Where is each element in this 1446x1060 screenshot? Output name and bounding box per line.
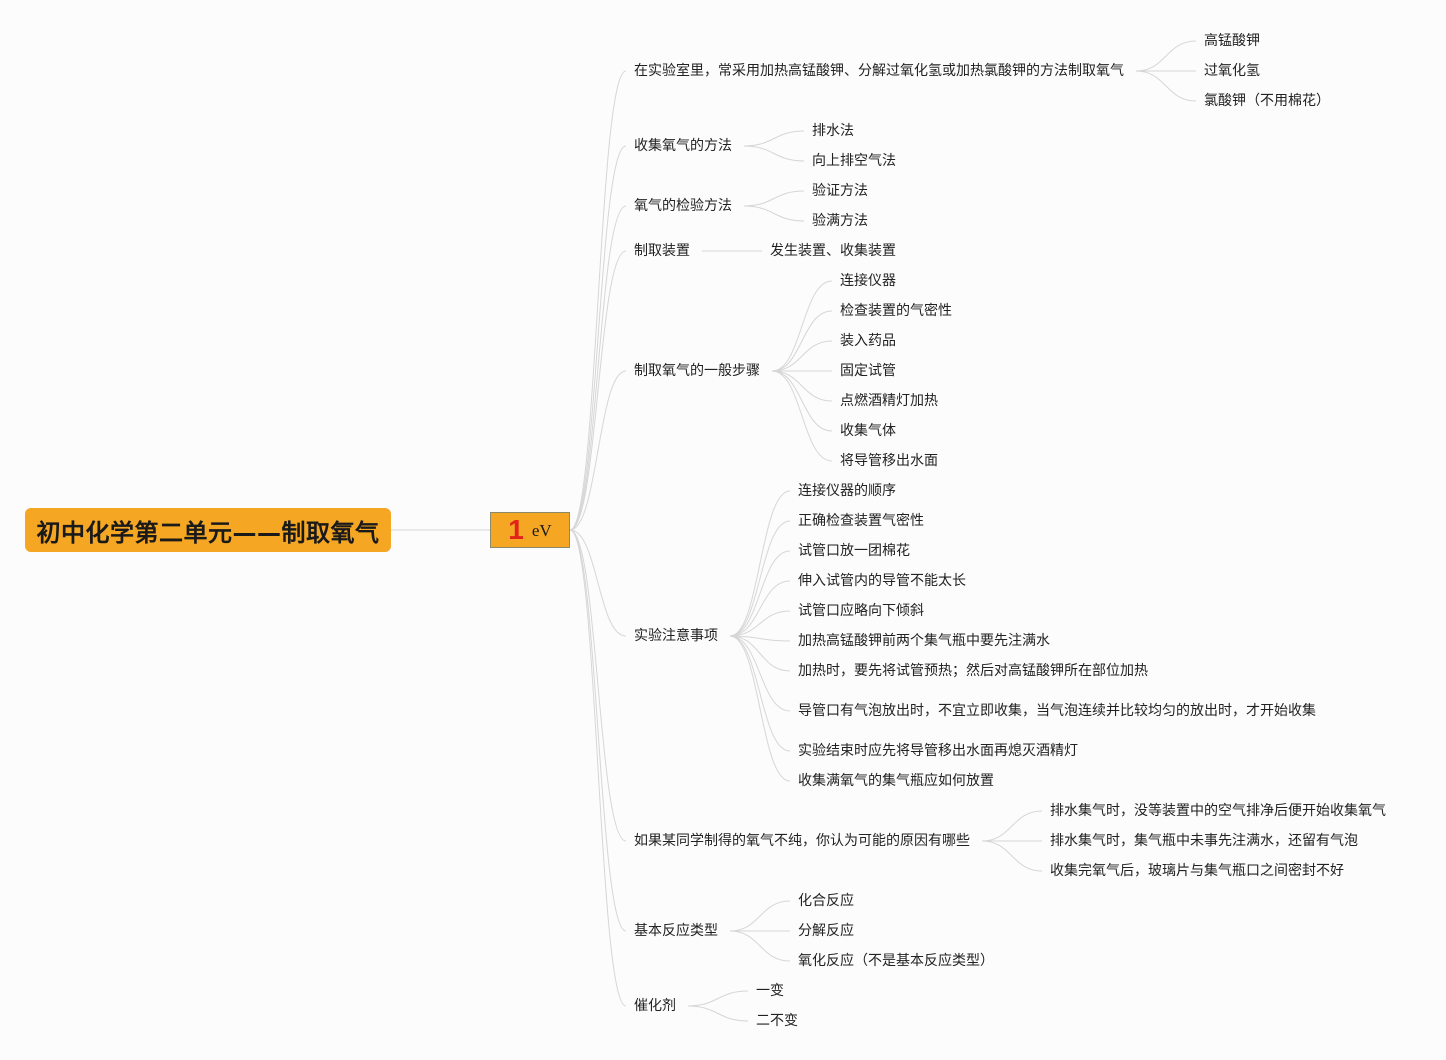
subtopic[interactable]: 收集气体 <box>840 423 896 439</box>
subtopic[interactable]: 化合反应 <box>798 893 854 909</box>
subtopic[interactable]: 二不变 <box>756 1013 798 1029</box>
subtopic[interactable]: 将导管移出水面 <box>840 453 938 469</box>
subtopic[interactable]: 收集满氧气的集气瓶应如何放置 <box>798 773 994 789</box>
subtopic[interactable]: 实验结束时应先将导管移出水面再熄灭酒精灯 <box>798 743 1078 759</box>
branch-topic[interactable]: 催化剂 <box>634 998 676 1014</box>
branch-topic[interactable]: 实验注意事项 <box>634 628 718 644</box>
branch-topic[interactable]: 制取装置 <box>634 243 690 259</box>
subtopic[interactable]: 验证方法 <box>812 183 868 199</box>
subtopic[interactable]: 排水法 <box>812 123 854 139</box>
branch-topic[interactable]: 如果某同学制得的氧气不纯，你认为可能的原因有哪些 <box>634 833 970 849</box>
subtopic[interactable]: 氧化反应（不是基本反应类型） <box>798 953 994 969</box>
subtopic[interactable]: 伸入试管内的导管不能太长 <box>798 573 966 589</box>
branch-topic[interactable]: 基本反应类型 <box>634 923 718 939</box>
subtopic[interactable]: 验满方法 <box>812 213 868 229</box>
hub-node[interactable]: 1 eV <box>490 512 570 548</box>
hub-number: 1 <box>508 514 524 545</box>
subtopic[interactable]: 正确检查装置气密性 <box>798 513 924 529</box>
branch-topic[interactable]: 在实验室里，常采用加热高锰酸钾、分解过氧化氢或加热氯酸钾的方法制取氧气 <box>634 63 1124 79</box>
subtopic[interactable]: 向上排空气法 <box>812 153 896 169</box>
root-topic[interactable]: 初中化学第二单元——制取氧气 <box>25 508 391 552</box>
subtopic[interactable]: 检查装置的气密性 <box>840 303 952 319</box>
subtopic[interactable]: 发生装置、收集装置 <box>770 243 896 259</box>
branch-topic[interactable]: 氧气的检验方法 <box>634 198 732 214</box>
subtopic[interactable]: 排水集气时，没等装置中的空气排净后便开始收集氧气 <box>1050 803 1386 819</box>
branch-topic[interactable]: 收集氧气的方法 <box>634 138 732 154</box>
subtopic[interactable]: 连接仪器 <box>840 273 896 289</box>
subtopic[interactable]: 分解反应 <box>798 923 854 939</box>
subtopic[interactable]: 过氧化氢 <box>1204 63 1260 79</box>
subtopic[interactable]: 高锰酸钾 <box>1204 33 1260 49</box>
subtopic[interactable]: 加热高锰酸钾前两个集气瓶中要先注满水 <box>798 633 1050 649</box>
subtopic[interactable]: 试管口应略向下倾斜 <box>798 603 924 619</box>
subtopic[interactable]: 固定试管 <box>840 363 896 379</box>
subtopic[interactable]: 装入药品 <box>840 333 896 349</box>
subtopic[interactable]: 连接仪器的顺序 <box>798 483 896 499</box>
root-title: 初中化学第二单元——制取氧气 <box>36 518 380 547</box>
subtopic[interactable]: 试管口放一团棉花 <box>798 543 910 559</box>
subtopic[interactable]: 加热时，要先将试管预热；然后对高锰酸钾所在部位加热 <box>798 663 1148 679</box>
subtopic[interactable]: 点燃酒精灯加热 <box>840 393 938 409</box>
subtopic[interactable]: 排水集气时，集气瓶中未事先注满水，还留有气泡 <box>1050 833 1358 849</box>
subtopic[interactable]: 收集完氧气后，玻璃片与集气瓶口之间密封不好 <box>1050 863 1344 879</box>
hub-unit: eV <box>531 520 552 540</box>
branch-topic[interactable]: 制取氧气的一般步骤 <box>634 363 760 379</box>
subtopic[interactable]: 氯酸钾（不用棉花） <box>1204 93 1330 109</box>
subtopic[interactable]: 一变 <box>756 983 784 999</box>
subtopic[interactable]: 导管口有气泡放出时，不宜立即收集，当气泡连续并比较均匀的放出时，才开始收集 <box>798 703 1316 719</box>
